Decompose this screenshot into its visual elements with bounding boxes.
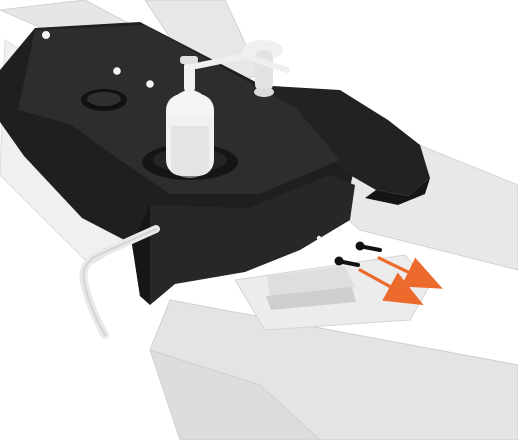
knob-bottom: [254, 87, 274, 97]
housing-hole-small-b: [113, 67, 121, 75]
small-black-pin-a: [335, 257, 359, 266]
small-black-pin-b: [356, 242, 381, 251]
bottle-shadow: [171, 126, 209, 178]
housing-hole-small-e: [338, 228, 342, 232]
housing-hole-small-c: [146, 80, 154, 88]
housing-hole-large-inner: [87, 92, 121, 106]
housing-hole-small-d: [317, 236, 321, 240]
bottle-cap-side: [180, 56, 198, 64]
housing-hole-small-a: [42, 31, 50, 39]
knob-stem: [255, 50, 273, 92]
